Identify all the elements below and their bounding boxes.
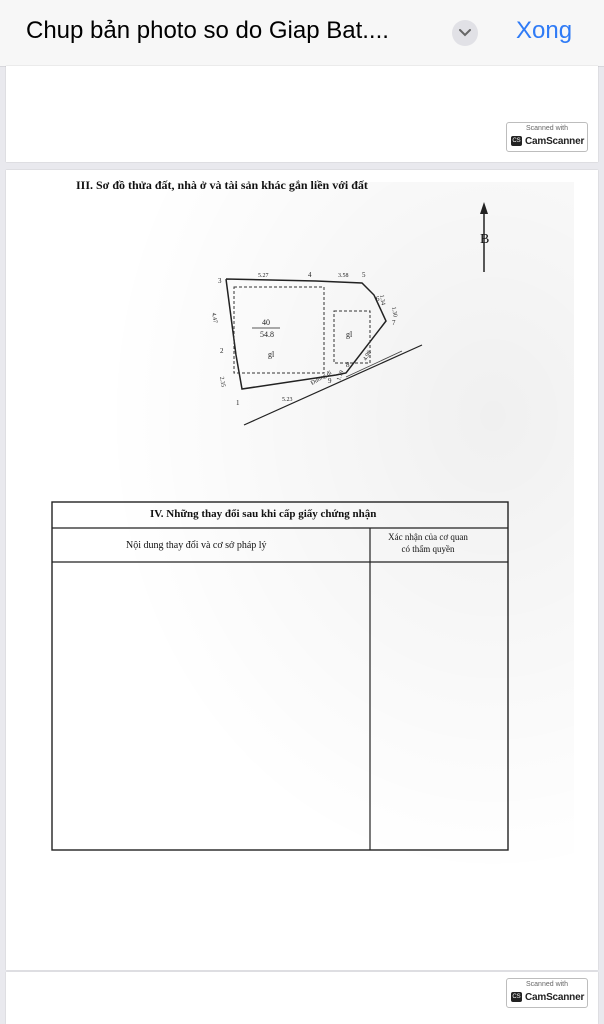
scan-shadow xyxy=(34,182,574,962)
column-approval-header-2: có thẩm quyền xyxy=(401,544,455,554)
document-title[interactable]: Chup bản photo so do Giap Bat.... xyxy=(26,17,389,44)
column-approval-header-1: Xác nhận của cơ quan xyxy=(388,532,468,542)
svg-text:7: 7 xyxy=(392,319,396,327)
svg-text:4: 4 xyxy=(308,271,312,279)
svg-text:3: 3 xyxy=(218,277,222,285)
svg-text:1.19: 1.19 xyxy=(336,370,345,382)
plot-code-2: gl xyxy=(346,330,353,339)
section-3-title: III. Sơ đồ thửa đất, nhà ở và tài sản kh… xyxy=(76,178,368,192)
svg-text:4.98: 4.98 xyxy=(363,350,373,362)
camscanner-logo-icon: CS xyxy=(511,992,522,1002)
plot-code: gl xyxy=(268,350,275,359)
svg-text:8: 8 xyxy=(346,361,350,369)
svg-text:9: 9 xyxy=(328,377,332,385)
camscanner-badge: Scanned with CS CamScanner xyxy=(506,122,588,152)
svg-text:1.34: 1.34 xyxy=(378,294,386,305)
document-page-3: Scanned with CS CamScanner xyxy=(6,972,598,1024)
north-arrow-icon xyxy=(480,202,488,272)
document-page-1: Scanned with CS CamScanner xyxy=(6,66,598,162)
land-plot-diagram: 40 54.8 gl gl Đường đi 3 4 5 6 7 8 9 2 1… xyxy=(210,271,423,426)
column-content-header: Nội dung thay đổi và cơ sở pháp lý xyxy=(126,540,267,551)
done-button[interactable]: Xong xyxy=(516,17,573,44)
svg-text:5: 5 xyxy=(362,271,366,279)
plot-area: 54.8 xyxy=(260,330,274,339)
plot-number: 40 xyxy=(262,318,270,327)
document-page-2: III. Sơ đồ thửa đất, nhà ở và tài sản kh… xyxy=(6,170,598,1006)
chevron-down-icon[interactable] xyxy=(452,20,478,46)
svg-text:6: 6 xyxy=(376,295,380,303)
north-label: B xyxy=(480,232,490,247)
svg-text:5.23: 5.23 xyxy=(282,397,293,403)
camscanner-badge-3: Scanned with CS CamScanner xyxy=(506,978,588,1008)
svg-text:5.27: 5.27 xyxy=(258,273,269,279)
navigation-bar: Chup bản photo so do Giap Bat.... Xong xyxy=(0,0,604,67)
changes-table xyxy=(51,501,509,851)
svg-text:4.47: 4.47 xyxy=(210,312,218,323)
svg-text:2: 2 xyxy=(220,347,224,355)
svg-text:1.30: 1.30 xyxy=(390,306,398,317)
svg-text:3.58: 3.58 xyxy=(338,273,349,279)
svg-text:2.35: 2.35 xyxy=(218,376,226,387)
section-4-title: IV. Những thay đổi sau khi cấp giấy chứn… xyxy=(150,508,377,520)
camscanner-logo-icon: CS xyxy=(511,136,522,146)
svg-text:1: 1 xyxy=(236,399,240,407)
